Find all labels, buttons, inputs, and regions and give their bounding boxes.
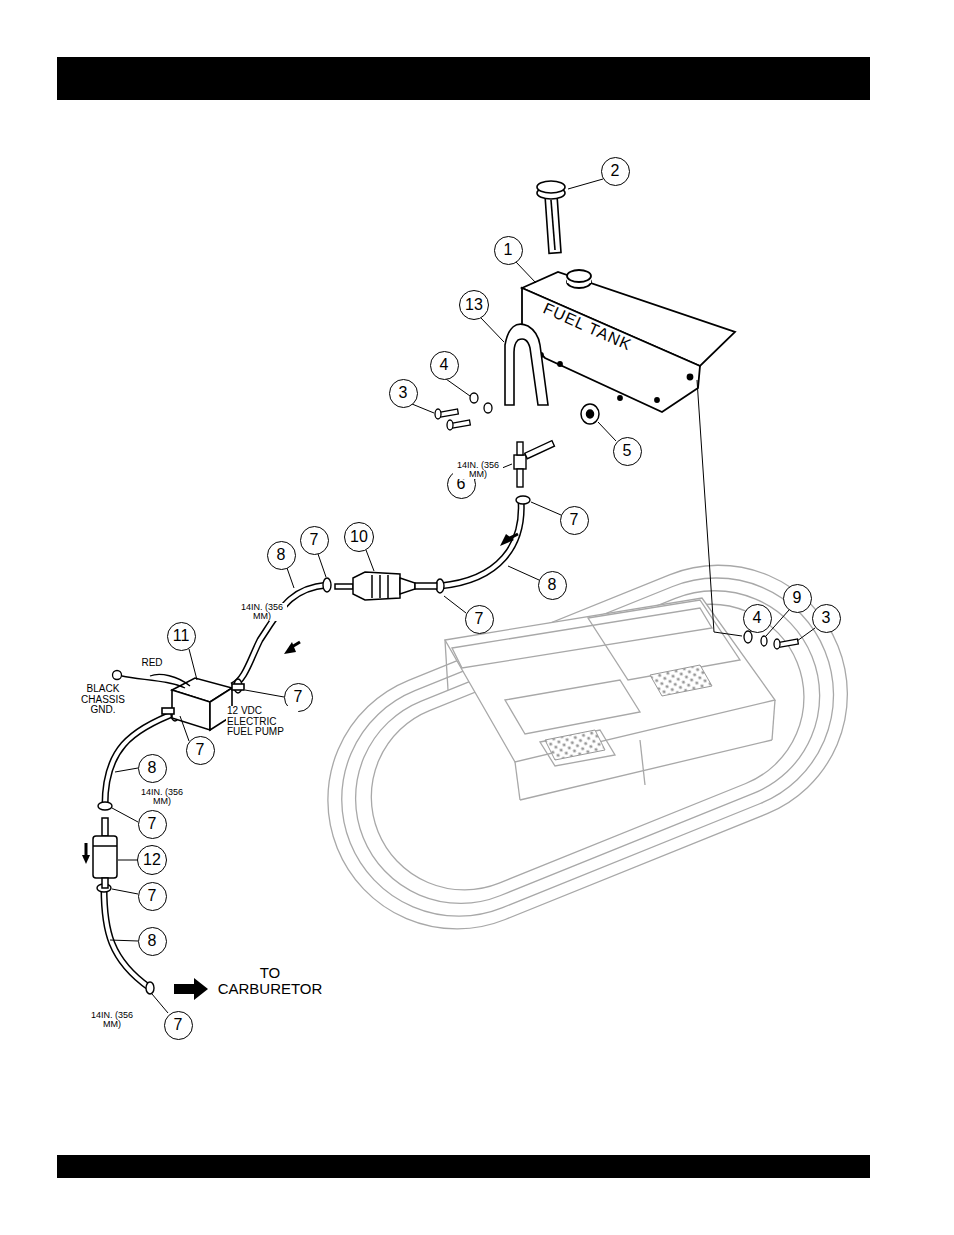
callout-number: 9: [783, 584, 812, 613]
callout-number: 7: [465, 605, 494, 634]
screw-set: [435, 393, 492, 430]
callout-text: 8: [148, 760, 157, 776]
fuel-filter: [93, 818, 117, 888]
callout-text: 7: [174, 1017, 183, 1033]
mesh-plate: [650, 665, 712, 696]
callout-text: 11: [173, 628, 190, 644]
callout-text: 7: [148, 888, 157, 904]
callout-number: 4: [743, 604, 772, 633]
callout-number: 8: [267, 541, 296, 570]
mesh-plate: [545, 730, 605, 760]
callout-text: 8: [148, 933, 157, 949]
header-bar: [57, 57, 870, 100]
mounting-line: [697, 380, 714, 632]
callout-text: 7: [475, 611, 484, 627]
trowel-frame: [289, 526, 886, 968]
callout-text: 1: [504, 242, 513, 258]
callout-text: 9: [793, 590, 802, 606]
callout-number: 7: [164, 1011, 193, 1040]
screw-set: [744, 631, 798, 649]
callout-number: 7: [138, 882, 167, 911]
flow-arrow: [82, 534, 518, 1000]
tee-fitting: [514, 441, 554, 487]
callout-text: 8: [277, 547, 286, 563]
part-label: 14IN. (356 MM): [137, 788, 187, 807]
hose-clamp: [97, 496, 530, 994]
callout-number: 4: [430, 351, 459, 380]
callout-text: 7: [570, 512, 579, 528]
part-label: FUEL TANK: [539, 300, 648, 361]
callout-number: 2: [601, 157, 630, 186]
callout-number: 10: [344, 522, 374, 552]
callout-text: 10: [350, 529, 368, 545]
callout-number: 7: [560, 506, 589, 535]
part-label: 12 VDC ELECTRIC FUEL PUMP: [226, 706, 298, 738]
callout-text: 4: [753, 610, 762, 626]
callout-number: 7: [300, 526, 329, 555]
fuel-hose: [104, 500, 521, 988]
callout-number: 13: [459, 290, 489, 320]
callout-number: 11: [167, 622, 196, 651]
callout-text: 13: [465, 297, 483, 313]
callout-text: 4: [440, 357, 449, 373]
leader-line: [110, 179, 815, 1013]
callout-number: 8: [138, 754, 167, 783]
callout-text: 8: [548, 577, 557, 593]
callout-text: 2: [611, 163, 620, 179]
callout-text: 7: [310, 532, 319, 548]
footer-bar: [57, 1155, 870, 1178]
callout-number: 7: [186, 736, 215, 765]
callout-number: 3: [389, 379, 418, 408]
callout-number: 12: [137, 845, 167, 875]
callout-text: 12: [143, 852, 161, 868]
fuel-cap: [537, 181, 565, 253]
callout-text: 5: [623, 443, 632, 459]
callout-text: 3: [822, 610, 831, 626]
tank-bracket: [505, 324, 548, 405]
inline-filter: [335, 572, 437, 600]
grommet: [581, 404, 599, 424]
callout-text: 7: [196, 742, 205, 758]
fuel-tank: [522, 270, 735, 412]
callout-text: 7: [148, 816, 157, 832]
callout-number: 8: [138, 927, 167, 956]
part-label: 14IN. (356 MM): [237, 603, 287, 622]
part-label: 14IN. (356 MM): [87, 1011, 137, 1030]
part-label: 14IN. (356 MM): [453, 461, 503, 480]
mounting-line: [714, 632, 742, 636]
callout-number: 5: [613, 437, 642, 466]
callout-text: 7: [294, 689, 303, 705]
part-label: TO CARBURETOR: [213, 965, 327, 997]
part-label: BLACK CHASSIS GND.: [76, 684, 130, 716]
callout-number: 1: [494, 236, 523, 265]
part-label: RED: [136, 658, 168, 669]
callout-number: 8: [538, 571, 567, 600]
callout-number: 7: [138, 810, 167, 839]
callout-text: 3: [399, 385, 408, 401]
callout-number: 3: [812, 604, 841, 633]
